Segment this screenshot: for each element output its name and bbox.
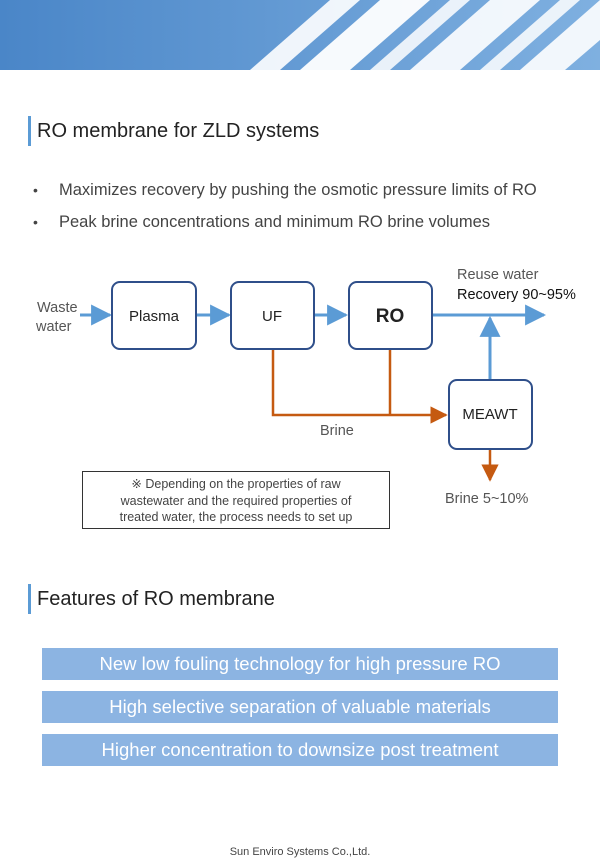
bullet-text: Peak brine concentrations and minimum RO…	[59, 213, 491, 231]
process-flow-diagram: Plasma UF RO MEAWT Waste water Reuse wat…	[35, 267, 576, 507]
bullet-item: • Peak brine concentrations and minimum …	[33, 206, 593, 238]
process-note-box: ※ Depending on the properties of raw was…	[82, 471, 390, 529]
feature-banner: Higher concentration to downsize post tr…	[42, 734, 558, 766]
box-label-plasma: Plasma	[129, 308, 180, 325]
note-line: treated water, the process needs to set …	[119, 510, 353, 524]
box-meawt	[448, 379, 533, 450]
bullet-icon: •	[33, 214, 38, 230]
box-uf	[230, 281, 315, 350]
bullet-item: • Maximizes recovery by pushing the osmo…	[33, 174, 593, 206]
brine-label: Brine	[320, 423, 354, 439]
box-label-meawt: MEAWT	[462, 406, 517, 423]
waste-water-label-line2: water	[35, 319, 72, 335]
box-label-uf: UF	[262, 308, 282, 325]
bullet-text: Maximizes recovery by pushing the osmoti…	[59, 181, 537, 199]
box-label-ro: RO	[376, 306, 405, 327]
feature-banner: New low fouling technology for high pres…	[42, 648, 558, 680]
header-decoration	[0, 0, 600, 70]
brine-line-uf	[271, 349, 448, 424]
box-ro	[348, 281, 433, 350]
box-plasma	[111, 281, 197, 350]
note-line: wastewater and the required properties o…	[120, 493, 352, 508]
note-line: ※ Depending on the properties of raw	[131, 477, 341, 491]
waste-water-label-line1: Waste	[37, 300, 78, 316]
brine-output-label: Brine 5~10%	[445, 491, 529, 507]
section-title-ro-membrane-zld: RO membrane for ZLD systems	[28, 116, 319, 146]
bullet-icon: •	[33, 182, 38, 198]
reuse-water-label: Reuse water	[457, 267, 539, 283]
footer-company-name: Sun Enviro Systems Co.,Ltd.	[229, 846, 371, 858]
bullet-list: • Maximizes recovery by pushing the osmo…	[33, 174, 593, 238]
section-title-features: Features of RO membrane	[28, 584, 275, 614]
recovery-label: Recovery 90~95%	[457, 287, 576, 303]
feature-banner: High selective separation of valuable ma…	[42, 691, 558, 723]
